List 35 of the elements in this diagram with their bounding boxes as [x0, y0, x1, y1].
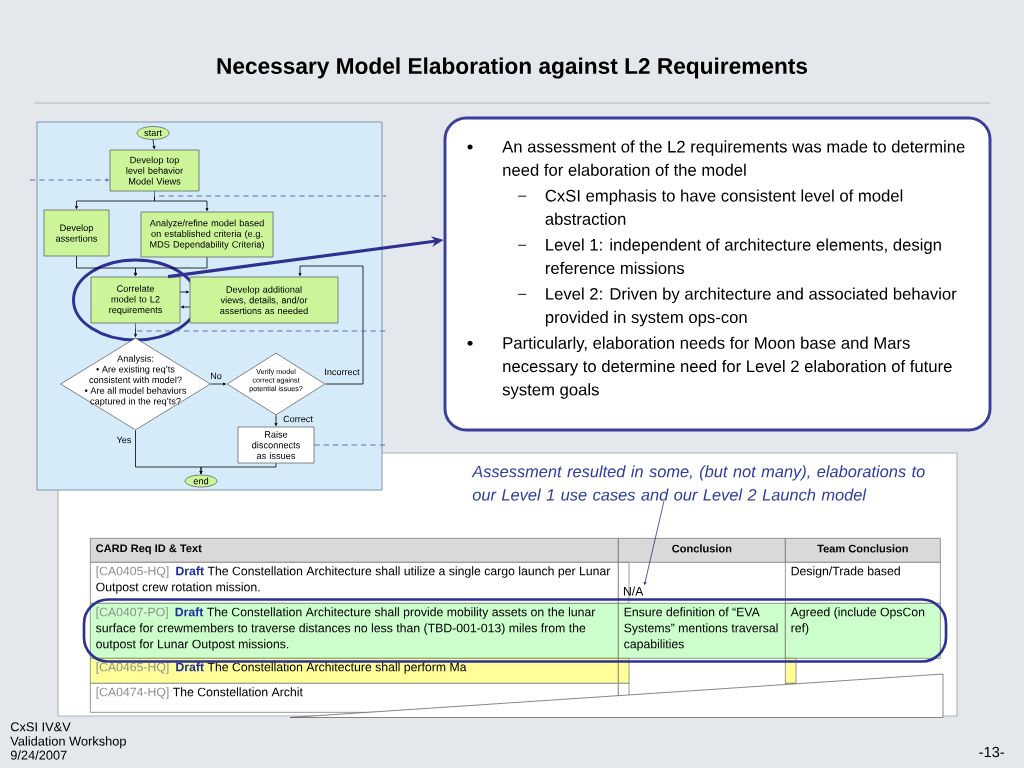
edge-label: Incorrect	[323, 367, 361, 377]
page-number: -13-	[979, 746, 1005, 758]
callout-box: An assessment of the L2 requirements was made to determine need for elaboration of the model CxSI emphasis to have consistent level of model abstraction Level 1: independent of architecture elements, design reference missions Level 2: Driven by architecture and associated behavior provided in system ops-con Particularly, elaboration needs for Moon base and Mars necessary to determine need for Level 2 elaboration of future system goals	[443, 116, 992, 432]
arrow	[274, 414, 278, 427]
footer-text: 9/24/2007	[10, 750, 67, 760]
table-cell: Design/Trade based	[785, 562, 941, 604]
arrow	[29, 178, 110, 182]
arrow	[210, 382, 227, 386]
process-box: Develop top level behavior Model Views	[109, 149, 200, 192]
arrow	[134, 256, 208, 277]
arrow	[643, 500, 665, 585]
edge-label: Correct	[282, 414, 314, 424]
annotation-text: Assessment resulted in some, (but not many), elaborations to our Level 1 use cases and our Level 2 Launch model	[471, 465, 925, 501]
process-box: Correlate model to L2 requirements	[90, 276, 181, 324]
process-box: Develop assertions	[43, 209, 110, 257]
arrow	[180, 305, 191, 309]
process-box: Raise disconnects as issues	[237, 426, 315, 464]
process-box: Develop additional views, details, and/or assertions as needed	[189, 276, 339, 324]
table-header-cell: Team Conclusion	[785, 538, 941, 563]
arrow	[298, 265, 364, 385]
slide-title: Necessary Model Elaboration against L2 Requirements	[217, 57, 808, 79]
table-cell: Agreed (include OpsCon ref)	[785, 603, 941, 659]
process-box: Analyze/refine model based on established criteria (e.g. MDS Dependability Criteria)	[140, 211, 274, 258]
edge-label: Yes	[115, 435, 133, 445]
footer-text: CxSI IV&V	[10, 722, 71, 732]
dashed-line	[313, 444, 387, 446]
footer-text: Validation Workshop	[10, 736, 126, 749]
table-header-cell: Conclusion	[618, 538, 786, 563]
arrow	[199, 462, 277, 475]
table-cell: Ensure definition of “EVA Systems” mentions traversal capabilities	[618, 603, 786, 659]
arrow	[152, 139, 156, 150]
arrow	[179, 290, 190, 294]
cell-text: N/A	[623, 586, 644, 596]
dashed-line	[153, 190, 387, 197]
edge-label: No	[209, 371, 223, 381]
